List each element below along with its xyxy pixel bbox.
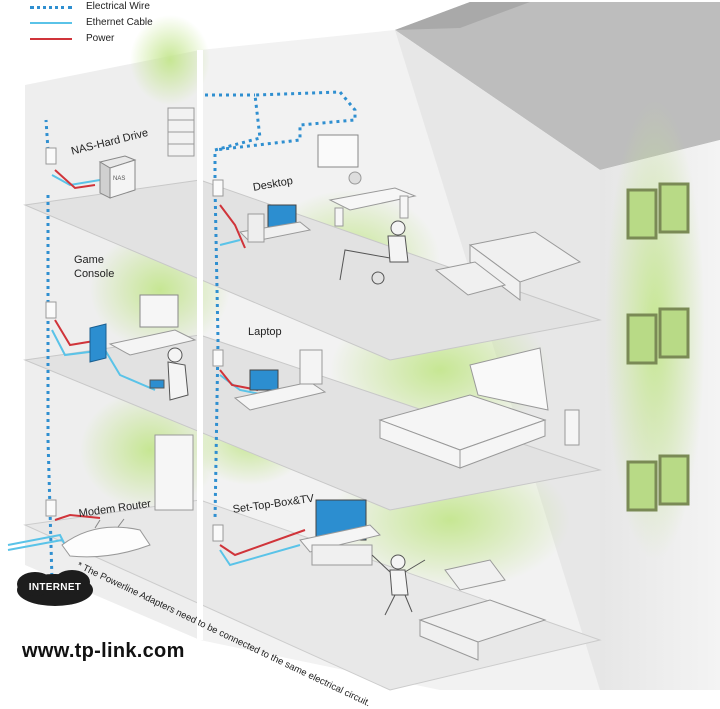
internet-label: INTERNET — [28, 582, 82, 593]
legend-label: Power — [86, 33, 115, 44]
legend: Electrical Wire Ethernet Cable Power — [30, 0, 210, 52]
modem-router — [61, 518, 151, 558]
window-top — [626, 182, 690, 240]
powerline-adapters — [45, 147, 224, 542]
label-game: Game — [74, 254, 104, 266]
label-laptop: Laptop — [248, 326, 282, 338]
roof-top — [395, 2, 530, 30]
desk — [328, 187, 417, 227]
website-url[interactable]: www.tp-link.com — [22, 640, 185, 662]
doorway — [154, 434, 194, 511]
person-desktop — [339, 220, 409, 285]
legend-item-ethernet: Ethernet Cable — [30, 16, 210, 30]
legend-item-power: Power — [30, 32, 210, 46]
wall-picture — [317, 134, 359, 168]
desktop-computer — [238, 204, 312, 243]
living-room-sofa — [418, 559, 547, 661]
electrical-wire — [44, 90, 357, 581]
power-swatch — [30, 38, 72, 40]
nas-device — [98, 155, 137, 199]
internet-cloud — [17, 570, 93, 606]
legend-item-electrical: Electrical Wire — [30, 0, 210, 14]
window-bottom — [626, 454, 690, 512]
sofa — [434, 231, 582, 302]
tv-set — [299, 499, 381, 566]
window-middle — [626, 307, 690, 365]
electrical-wire-swatch — [30, 6, 72, 9]
legend-label: Electrical Wire — [86, 1, 150, 12]
game-console — [89, 294, 197, 363]
nas-box-label: NAS — [113, 176, 125, 182]
bed — [378, 347, 580, 469]
ethernet-cable-swatch — [30, 22, 72, 24]
power-cables — [54, 169, 306, 557]
person-gamer — [149, 347, 189, 401]
person-jumping — [371, 554, 426, 616]
bookshelf — [167, 107, 195, 157]
floor-top — [23, 179, 602, 361]
lamp — [348, 171, 362, 185]
legend-label: Ethernet Cable — [86, 17, 153, 28]
label-console: Console — [74, 268, 115, 280]
laptop — [233, 349, 327, 411]
